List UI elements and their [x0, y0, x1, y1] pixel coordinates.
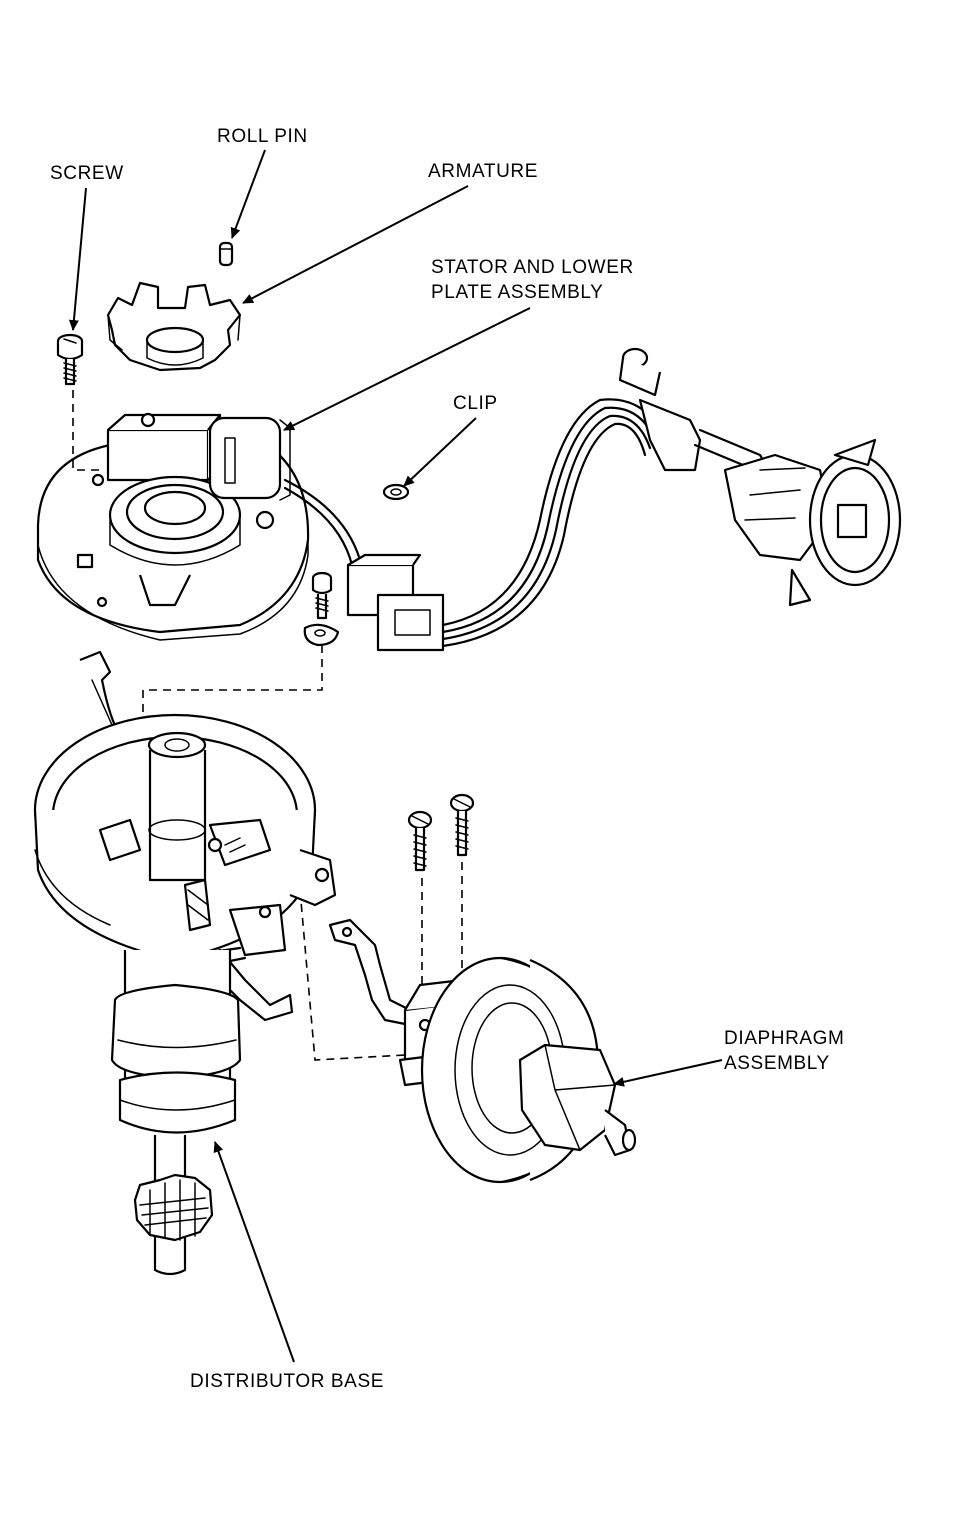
- stator-plate-part: [36, 412, 310, 641]
- stator-label-line-2: PLATE ASSEMBLY: [431, 282, 604, 303]
- diaphragm-label-line-1: DIAPHRAGM: [724, 1028, 845, 1049]
- ground-screw-part: [303, 571, 340, 647]
- distributor-base-label: DISTRIBUTOR BASE: [190, 1371, 385, 1392]
- diaphragm-assembly-part: [328, 918, 637, 1184]
- stator-wire-harness: [283, 478, 445, 652]
- clip-leader: [403, 417, 477, 487]
- roll-pin-leader: [230, 149, 266, 239]
- distributor-base-leader: [213, 1141, 295, 1363]
- diaphragm-screws-part: [407, 793, 475, 872]
- roll-pin-label: ROLL PIN: [217, 126, 308, 147]
- stator-leader: [283, 307, 531, 431]
- armature-part: [106, 281, 242, 372]
- screw-label: SCREW: [50, 163, 124, 184]
- stator-label-line-1: STATOR AND LOWER: [431, 257, 634, 278]
- clip-label: CLIP: [453, 393, 498, 414]
- harness-cable: [441, 398, 662, 648]
- screw-leader: [68, 187, 87, 331]
- diaphragm-label-line-2: ASSEMBLY: [724, 1053, 830, 1074]
- armature-label: ARMATURE: [428, 161, 539, 182]
- screw-guide-line: [72, 390, 100, 471]
- diaphragm-guide-line: [299, 889, 406, 1061]
- screw-part: [56, 333, 84, 386]
- diaphragm-leader: [613, 1059, 723, 1087]
- distributor-base-part: [33, 650, 337, 1276]
- armature-leader: [242, 185, 469, 304]
- roll-pin-part: [218, 241, 234, 267]
- clip-part: [382, 483, 410, 501]
- round-connector-part: [618, 347, 902, 607]
